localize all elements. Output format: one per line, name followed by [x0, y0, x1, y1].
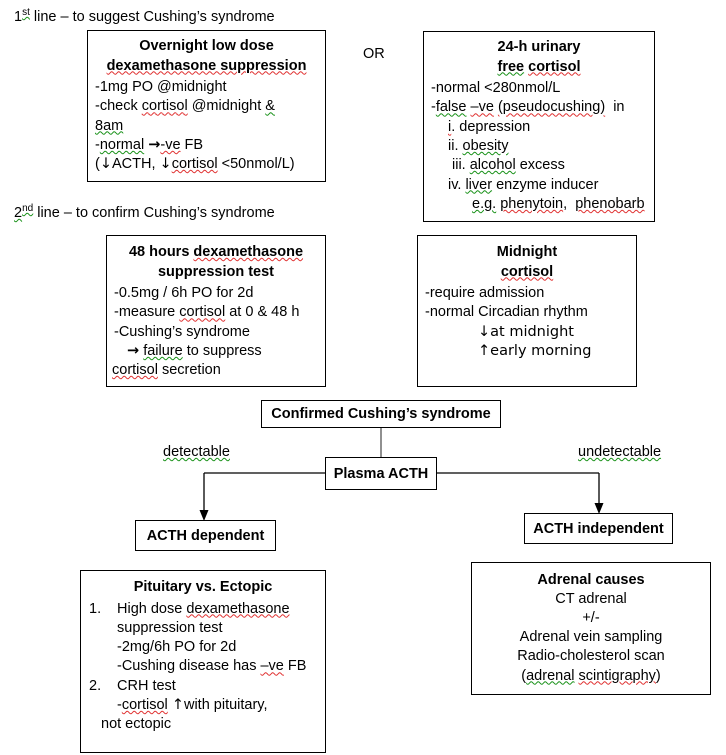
adrenal-causes-line-2: Adrenal vein sampling [519, 629, 663, 646]
box-48h-line-3: → failure to suppress [127, 342, 262, 359]
box-urinary-line-0: -normal <280nmol/L [431, 80, 561, 97]
box-urinary-free-cortisol: 24-h urinary free cortisol -normal <280n… [423, 31, 655, 222]
edge-label-detectable: detectable [163, 444, 230, 460]
pituitary-item-2-line-0: CRH test [117, 677, 176, 694]
box-confirmed-cushings: Confirmed Cushing’s syndrome [261, 400, 501, 428]
box-48h-line-4: cortisol secretion [112, 362, 221, 379]
box-urinary-title-line1: 24-h urinary [497, 39, 581, 55]
second-line-heading-prefix: 2 [14, 204, 23, 221]
pituitary-item-2-index: 2. [89, 677, 102, 694]
box-overnight-low-dose: Overnight low dose dexamethasone suppres… [87, 30, 326, 182]
adrenal-causes-line-4: (adrenal scintigraphy) [521, 667, 661, 684]
second-line-heading-rest: line – to confirm Cushing’s syndrome [33, 204, 275, 221]
first-line-heading-prefix: 1 [14, 8, 23, 25]
pituitary-item-2-row-2: -cortisol ↑with pituitary, [89, 696, 325, 715]
box-urinary-line-3: ii. obesity [448, 137, 509, 154]
adrenal-causes-title: Adrenal causes [537, 572, 645, 588]
spacer [89, 657, 117, 676]
box-midnight-line-1: -normal Circadian rhythm [425, 304, 588, 321]
pituitary-item-1-index: 1. [89, 600, 102, 617]
box-acth-dependent: ACTH dependent [135, 520, 276, 551]
box-overnight-title-line1: Overnight low dose [139, 38, 274, 54]
box-48h-suppression-test: 48 hours dexamethasone suppression test … [106, 235, 326, 387]
second-line-heading: 2nd line – to confirm Cushing’s syndrome [14, 203, 275, 221]
pituitary-item-1-row-3: -2mg/6h PO for 2d [89, 638, 325, 657]
plasma-acth-label: Plasma ACTH [333, 465, 429, 482]
edge-label-undetectable: undetectable [578, 444, 662, 460]
pituitary-item-1-line-2: -2mg/6h PO for 2d [117, 639, 237, 656]
second-line-heading-sup: nd [22, 203, 34, 214]
box-urinary-line-1: -false –ve (pseudocushing) in [431, 99, 625, 116]
box-acth-independent: ACTH independent [524, 513, 673, 544]
box-48h-line-0: -0.5mg / 6h PO for 2d [114, 285, 254, 302]
pituitary-item-2-line-2: not ectopic [101, 716, 172, 733]
box-urinary-title-line2: free cortisol [497, 58, 581, 75]
box-midnight-title-line1: Midnight [496, 244, 558, 260]
box-overnight-line-1: -check cortisol @midnight & [95, 98, 275, 115]
pituitary-item-1-row-2: suppression test [89, 619, 325, 638]
pituitary-item-1-line-1: suppression test [117, 619, 223, 636]
box-48h-title-line1: 48 hours dexamethasone [128, 244, 304, 260]
box-urinary-line-6: e.g. phenytoin, phenobarb [472, 195, 645, 212]
box-midnight-line-0: -require admission [425, 285, 545, 302]
box-urinary-line-4: iii. alcohol excess [452, 157, 565, 174]
box-overnight-title-line2: dexamethasone suppression [106, 57, 307, 74]
box-midnight-title-line2: cortisol [500, 263, 554, 280]
pituitary-vs-ectopic-title: Pituitary vs. Ectopic [133, 579, 273, 595]
pituitary-item-2-row-3: not ectopic [81, 715, 325, 734]
box-plasma-acth: Plasma ACTH [325, 457, 437, 490]
first-line-heading-rest: line – to suggest Cushing’s syndrome [29, 8, 275, 25]
adrenal-causes-line-0: CT adrenal [555, 590, 627, 607]
box-overnight-line-0: -1mg PO @midnight [95, 79, 227, 96]
box-48h-line-1: -measure cortisol at 0 & 48 h [114, 304, 300, 321]
box-48h-title-line2: suppression test [157, 263, 275, 280]
pituitary-item-1-line-0: High dose dexamethasone [117, 600, 290, 617]
or-label: OR [363, 46, 385, 62]
pituitary-item-2: 2. CRH test [89, 677, 325, 696]
first-line-heading-sup: st [22, 7, 30, 18]
spacer [89, 619, 117, 638]
box-midnight-cortisol: Midnight cortisol -require admission -no… [417, 235, 637, 387]
pituitary-item-1-line-3: -Cushing disease has –ve FB [117, 658, 307, 675]
box-urinary-line-5: iv. liver enzyme inducer [448, 176, 599, 193]
acth-dependent-label: ACTH dependent [146, 527, 265, 544]
box-overnight-line-2: 8am [95, 117, 124, 134]
box-overnight-line-4: (↓ACTH, ↓cortisol <50nmol/L) [95, 156, 295, 173]
box-midnight-line-3: ↑early morning [478, 342, 592, 359]
pituitary-item-1-row-4: -Cushing disease has –ve FB [89, 657, 325, 676]
box-48h-line-2: -Cushing’s syndrome [114, 323, 250, 340]
box-adrenal-causes: Adrenal causes CT adrenal +/- Adrenal ve… [471, 562, 711, 695]
adrenal-causes-line-1: +/- [582, 609, 600, 626]
pituitary-item-1: 1. High dose dexamethasone [89, 600, 325, 619]
box-midnight-line-2: ↓at midnight [478, 323, 574, 340]
first-line-heading: 1st line – to suggest Cushing’s syndrome [14, 7, 275, 25]
box-pituitary-vs-ectopic: Pituitary vs. Ectopic 1. High dose dexam… [80, 570, 326, 753]
acth-independent-label: ACTH independent [533, 520, 664, 537]
adrenal-causes-line-3: Radio-cholesterol scan [517, 648, 665, 665]
box-overnight-line-3: -normal →-ve FB [95, 136, 204, 153]
spacer [89, 638, 117, 657]
confirmed-cushings-label: Confirmed Cushing’s syndrome [271, 406, 491, 422]
pituitary-item-2-line-1: -cortisol ↑with pituitary, [117, 696, 268, 713]
spacer [81, 715, 101, 734]
spacer [89, 696, 117, 715]
box-urinary-line-2: i. depression [448, 118, 531, 135]
